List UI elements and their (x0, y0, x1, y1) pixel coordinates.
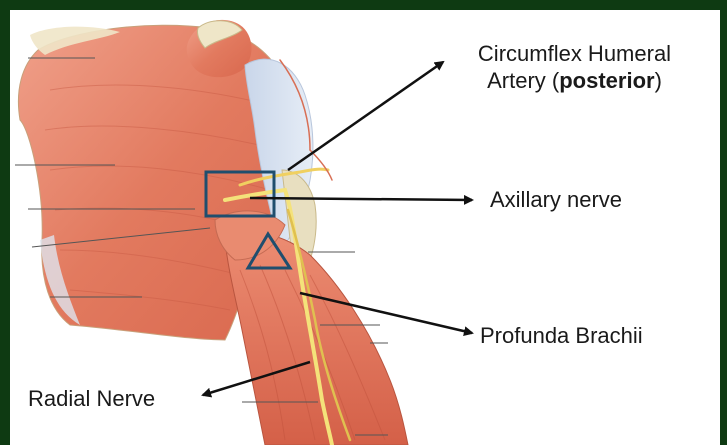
circumflex-arrow (288, 62, 443, 170)
circumflex-label: Circumflex Humeral Artery (posterior) (452, 40, 697, 94)
circumflex-label-line2: Artery (posterior) (452, 67, 697, 94)
axillary-nerve-label: Axillary nerve (490, 186, 622, 213)
circumflex-label-line1: Circumflex Humeral (452, 40, 697, 67)
posterior-emphasis: posterior (559, 68, 654, 93)
radial-nerve-label: Radial Nerve (28, 385, 155, 412)
profunda-brachii-label: Profunda Brachii (480, 322, 643, 349)
diagram-panel: Circumflex Humeral Artery (posterior) Ax… (10, 10, 720, 445)
